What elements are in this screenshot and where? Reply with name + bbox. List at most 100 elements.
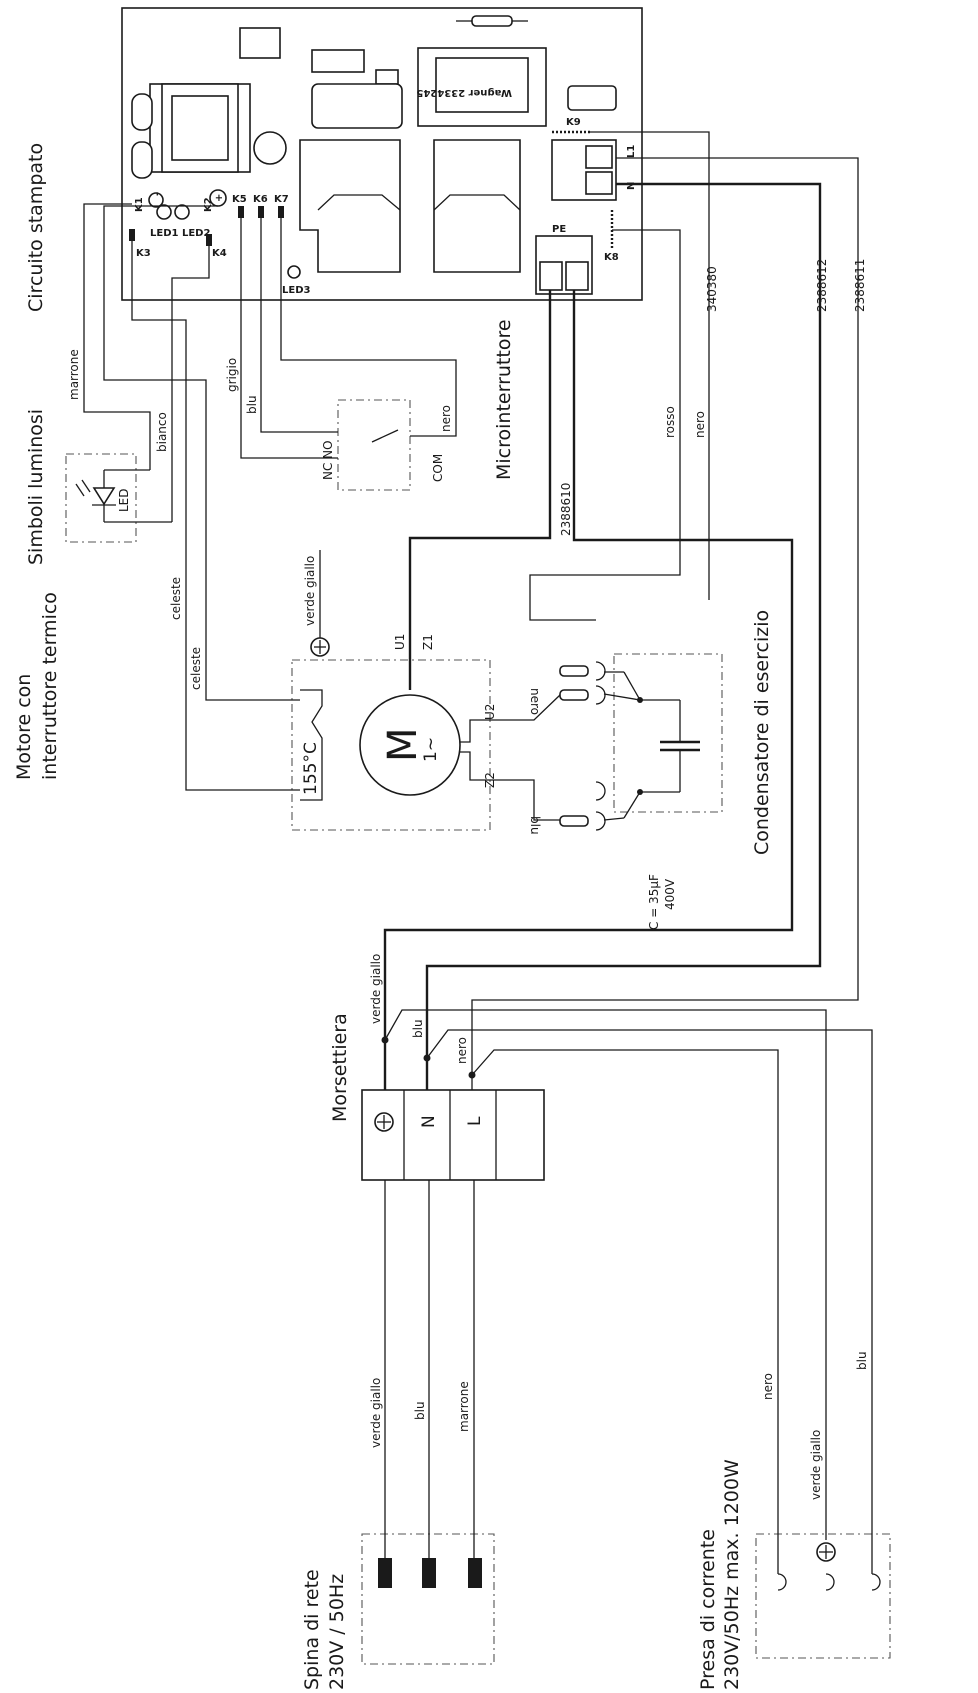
terminal-block: N L [361, 1089, 545, 1181]
pcb-component [311, 49, 365, 73]
terminal-n-label: N [419, 1115, 439, 1128]
heading-morsettiera: Morsettiera [329, 1013, 351, 1122]
wire-label-blu-socket: blu [855, 1351, 869, 1370]
mains-plug [361, 1533, 495, 1665]
connector-k9: K9 [566, 117, 581, 128]
wire-label-nero-cap: nero [528, 688, 542, 715]
motor-u2: U2 [483, 704, 497, 720]
part-2388611: 2388611 [853, 259, 867, 312]
power-socket [755, 1533, 891, 1659]
wire-label-celeste-2: celeste [189, 647, 203, 690]
terminal-l-label: L [465, 1116, 485, 1126]
svg-text:+: + [214, 194, 225, 202]
pcb-component [239, 27, 281, 59]
svg-text:-: - [152, 192, 163, 196]
thermal-label: 155°C [301, 742, 321, 795]
wire-label-nero-micro: nero [439, 405, 453, 432]
fuse [471, 15, 513, 27]
connector-k7: K7 [274, 194, 289, 205]
led-text: LED [117, 488, 131, 512]
led1 [156, 204, 172, 220]
connector-k5: K5 [232, 194, 247, 205]
terminal-l1: L1 [626, 145, 637, 158]
led3 [287, 265, 301, 279]
pe-label: PE [552, 224, 566, 235]
wire-label-grigio: grigio [225, 358, 239, 392]
heading-spina-line1: Spina di rete [301, 1569, 323, 1690]
pcb-component [375, 69, 399, 85]
connector-k2: K2 [203, 197, 214, 212]
wire-label-marrone: marrone [67, 349, 81, 400]
led2 [174, 204, 190, 220]
wire-label-blu-plug: blu [413, 1401, 427, 1420]
pcb-component [567, 85, 617, 111]
wire-label-nero-main: nero [455, 1037, 469, 1064]
capacitor-value: C = 35µF [647, 874, 661, 930]
microswitch-symbol: NC NO COM [321, 399, 445, 491]
motor-symbol: M 1~ U1 Z1 U2 Z2 155°C [291, 634, 497, 831]
wire-label-verde-giallo-main: verde giallo [369, 954, 383, 1024]
heading-presa-line1: Presa di corrente [697, 1529, 719, 1690]
pcb-component [311, 83, 403, 129]
heading-motore-line2: interruttore termico [39, 592, 61, 780]
heading-motore-line1: Motore con [13, 674, 35, 780]
wire-label-nero-pcb: nero [693, 411, 707, 438]
microswitch-housing [337, 399, 411, 491]
relay-block [299, 139, 401, 273]
wire-label-verde-giallo-socket: verde giallo [809, 1430, 823, 1500]
motor-circle [359, 694, 461, 796]
microswitch-nc-no: NC NO [321, 440, 335, 480]
terminal-block-outline [361, 1089, 545, 1181]
heading-spina-line2: 230V / 50Hz [326, 1574, 348, 1690]
wire-label-rosso: rosso [663, 406, 677, 438]
plug-housing [361, 1533, 495, 1665]
part-2388610: 2388610 [559, 483, 573, 536]
connector-k4: K4 [212, 248, 227, 259]
wire-label-bianco: bianco [155, 412, 169, 452]
relay-label: Wagner 2334245 [416, 87, 512, 98]
terminal-n: N [626, 182, 637, 190]
led3-label: LED3 [282, 285, 311, 296]
capacitor-housing [613, 653, 723, 813]
part-340380: 340380 [705, 266, 719, 312]
part-numbers: 340380 2388612 2388611 2388610 [559, 259, 867, 536]
wire-label-verde-giallo-motor: verde giallo [303, 556, 317, 626]
wire-label-marrone-plug: marrone [457, 1381, 471, 1432]
capacitor-can [253, 131, 287, 165]
heading-microinterruttore: Microinterruttore [493, 319, 515, 480]
wire-label-nero-socket: nero [761, 1373, 775, 1400]
relay-label-box [435, 57, 529, 113]
connector-k3: K3 [136, 248, 151, 259]
wire-labels: marrone bianco grigio blu nero celeste c… [67, 349, 869, 1500]
motor-phase: 1~ [421, 737, 441, 762]
circuit-board: Wagner 2334245 K1 - K2 + LED1 LED2 K3 K4… [121, 7, 643, 301]
motor-letter: M [380, 727, 426, 762]
motor-z1: Z1 [421, 634, 435, 650]
motor-housing [291, 659, 491, 831]
heading-simboli-luminosi: Simboli luminosi [25, 409, 47, 565]
wire-label-blu-main: blu [411, 1019, 425, 1038]
relay-block [433, 139, 521, 273]
socket-housing [755, 1533, 891, 1659]
connector-k1: K1 [134, 197, 145, 212]
microswitch-com: COM [431, 454, 445, 482]
capacitor-symbol: C = 35µF 400V [559, 653, 723, 930]
led-symbol: LED [65, 453, 172, 543]
wires [83, 131, 873, 1574]
capacitor-voltage: 400V [663, 878, 677, 910]
heading-presa-line2: 230V/50Hz max. 1200W [721, 1459, 743, 1690]
wire-label-celeste-1: celeste [169, 577, 183, 620]
wire-label-blu-cap: blu [528, 816, 542, 835]
heading-circuito-stampato: Circuito stampato [25, 143, 47, 312]
wire-label-blu-micro: blu [245, 395, 259, 414]
heading-condensatore: Condensatore di esercizio [751, 610, 773, 855]
connector-k6: K6 [253, 194, 268, 205]
part-2388612: 2388612 [815, 259, 829, 312]
led-housing [65, 453, 137, 543]
wire-label-verde-giallo-plug: verde giallo [369, 1378, 383, 1448]
connector-k8: K8 [604, 252, 619, 263]
motor-u1: U1 [393, 634, 407, 650]
thermal-switch [300, 689, 323, 801]
led-labels: LED1 LED2 [150, 228, 210, 239]
